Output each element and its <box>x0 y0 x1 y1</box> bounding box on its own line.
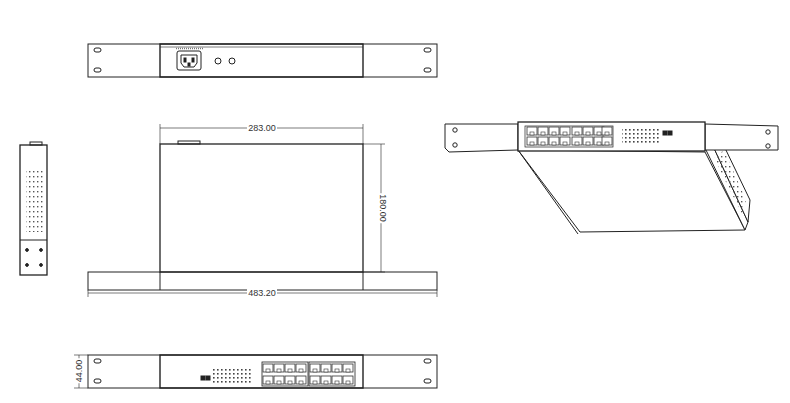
dimension-label: 483.20 <box>247 288 277 298</box>
dimension-label: 283.00 <box>247 123 277 133</box>
isometric-view <box>445 122 778 234</box>
dimension-label: 44.00 <box>74 359 84 384</box>
side-view <box>20 142 47 275</box>
dimension-label: 180.00 <box>378 193 388 223</box>
top-view <box>88 124 437 297</box>
front-view <box>74 355 437 388</box>
rear-view <box>88 44 437 77</box>
